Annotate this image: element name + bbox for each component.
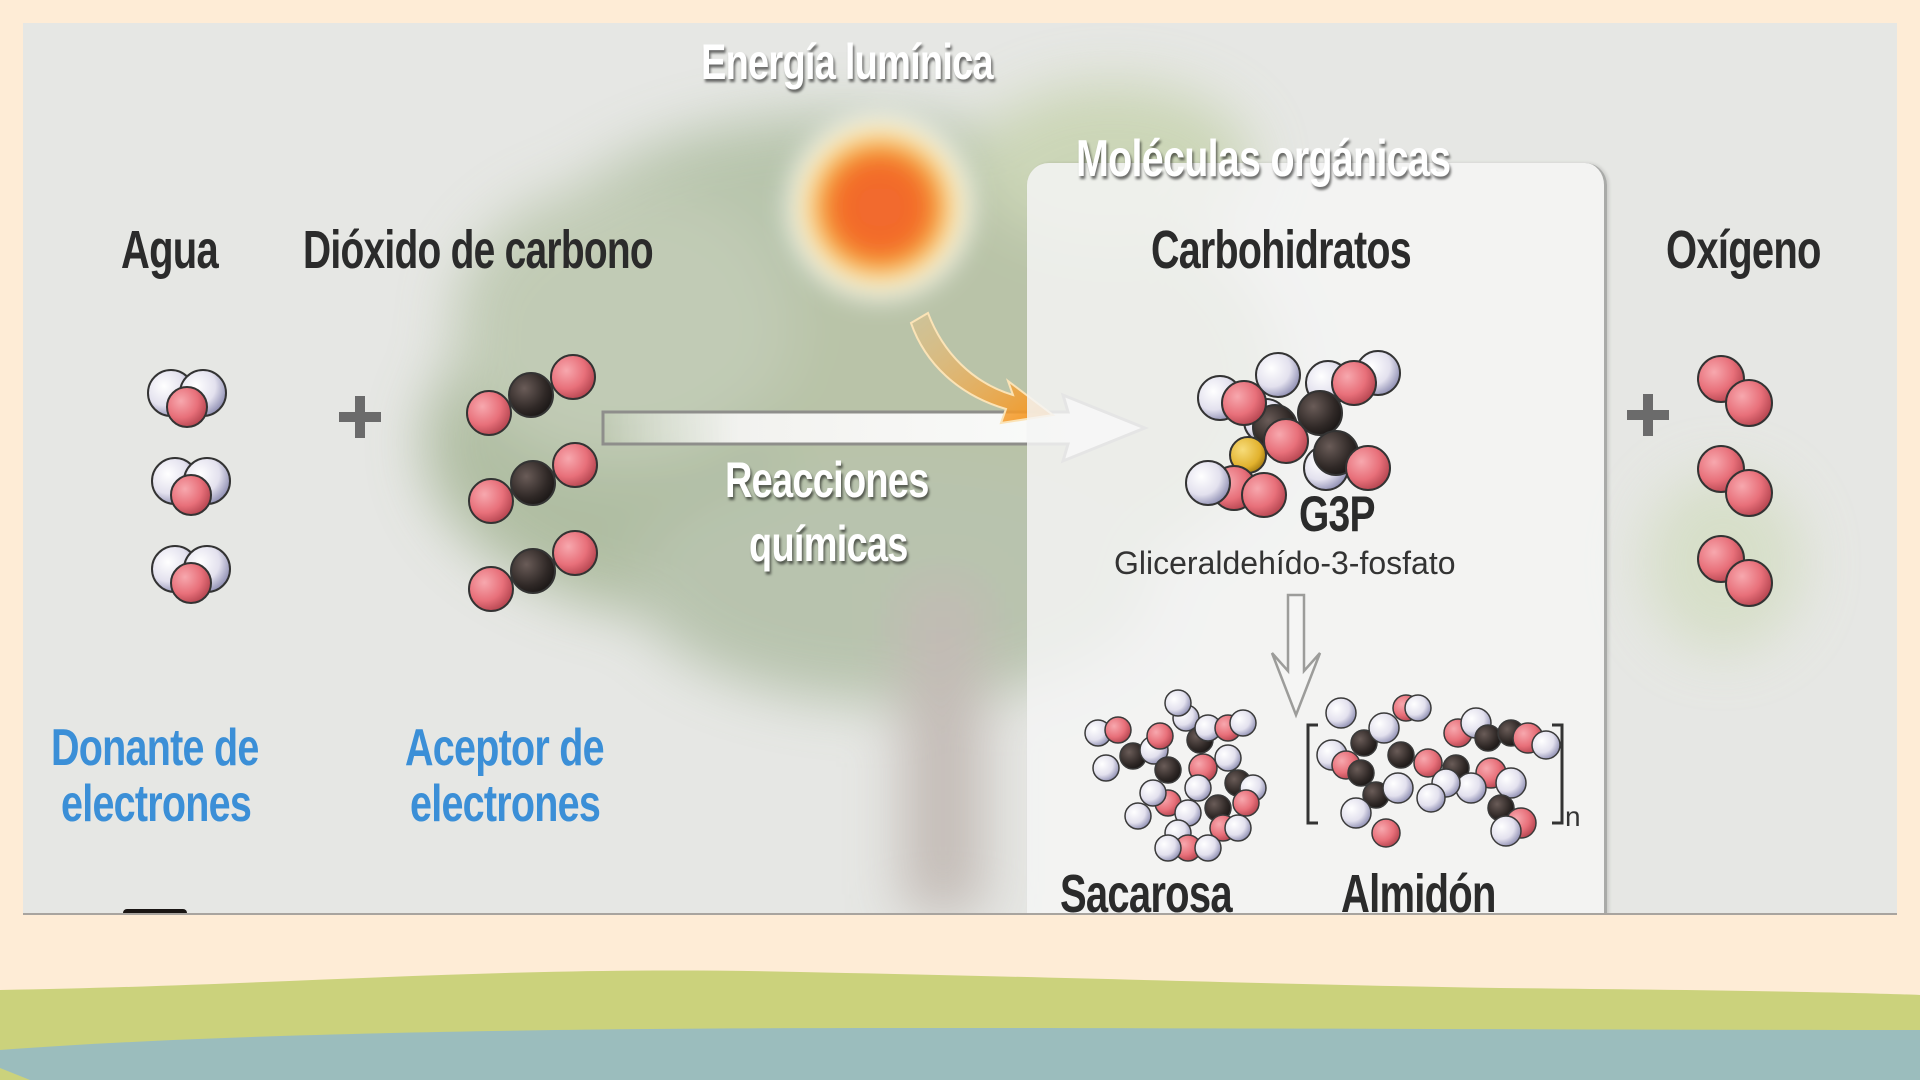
oxygen-label: Oxígeno [1666,220,1821,280]
g3p-label: G3P [1299,486,1375,542]
reactions-label-line2: químicas [749,516,908,572]
water-role-line2: electrones [61,775,252,833]
water-molecules [147,369,231,604]
sun-icon [782,109,978,305]
water-label: Agua [121,220,219,280]
oxygen-molecules [1697,355,1773,607]
starch-label: Almidón [1341,864,1496,915]
plus-icon-products [1627,394,1669,436]
co2-role-line2: electrones [410,775,601,833]
co2-role-line1: Aceptor de [405,719,605,777]
plus-icon [339,396,381,438]
energy-label: Energía lumínica [701,34,994,90]
g3p-molecule [1185,350,1401,518]
photosynthesis-diagram-panel: Energía lumínica Agua Dióxido de carbono… [23,23,1897,915]
video-progress-marker [123,909,187,913]
reactions-label-line1: Reacciones [725,452,929,508]
sucrose-molecule [1084,689,1267,862]
water-role-line1: Donante de [51,719,259,777]
co2-label: Dióxido de carbono [303,220,654,280]
organic-molecules-title: Moléculas orgánicas [1076,130,1451,188]
g3p-full-name: Gliceraldehído-3-fosfato [1114,545,1456,581]
sucrose-label: Sacarosa [1060,864,1233,915]
down-arrow [1270,593,1322,719]
carbohydrates-label: Carbohidratos [1151,220,1412,280]
starch-subscript-n: n [1565,801,1581,832]
starch-molecule [1306,694,1564,848]
tree-background-image [423,83,1803,913]
co2-molecules [466,354,598,612]
